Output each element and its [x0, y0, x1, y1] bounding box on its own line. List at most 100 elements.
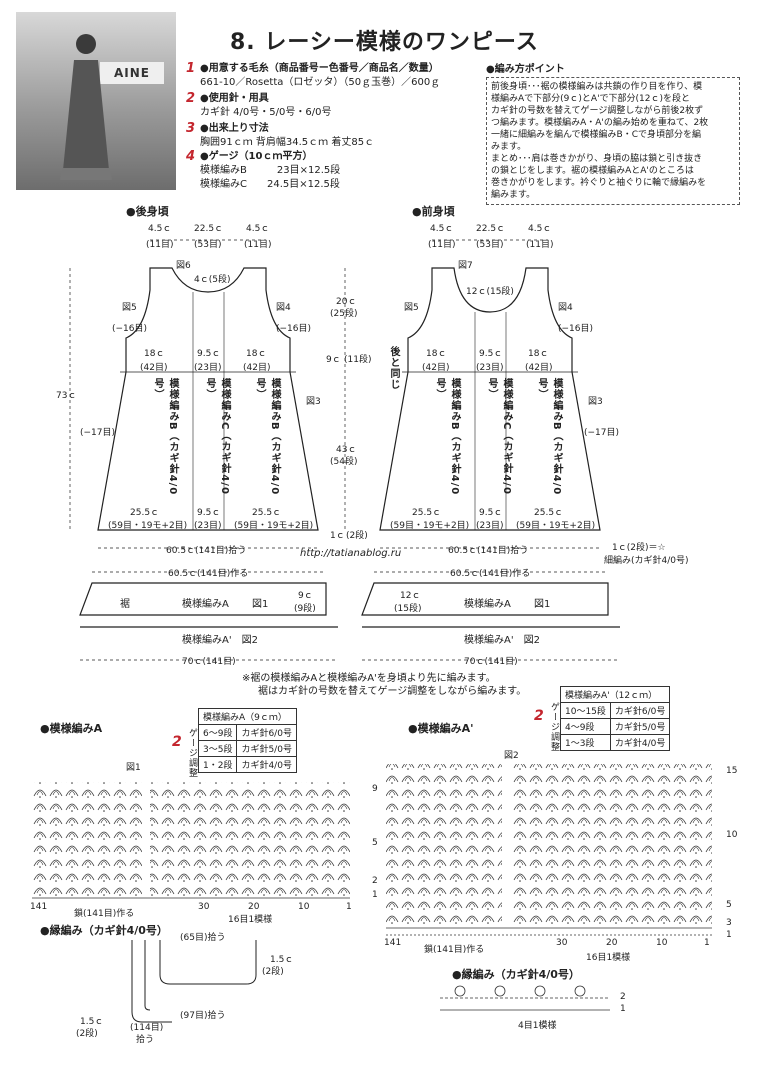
table-cell: 1〜3段: [560, 734, 611, 751]
front-make: 60.5ｃ(141目)作る: [450, 569, 531, 579]
pattern-a-heading: ●模様編みA: [40, 722, 103, 735]
front-fig7: 図7: [458, 261, 473, 271]
table-cell: カギ針4/0号: [236, 756, 297, 773]
length-shoulder-rows: (25段): [330, 309, 358, 319]
edging-side2-rows: (2段): [76, 1029, 98, 1039]
spec-heading: ●出来上り寸法: [200, 123, 269, 134]
stitch-num: 10: [656, 938, 668, 948]
back-col-top: 18ｃ: [144, 349, 165, 359]
table-title: 模様編みA'（12ｃｍ）: [559, 686, 671, 703]
legend-sc: 細編み(カギ針4/0号): [604, 556, 689, 566]
back-col-bot: 25.5ｃ: [130, 508, 160, 518]
length-body-rows: (54段): [330, 457, 358, 467]
edging-pick97: (97目)拾う: [180, 1011, 226, 1021]
points-line: カギ針の号数を替えてゲージ調整しながら前後2枚ず: [491, 106, 704, 116]
back-top-stitches: (11目): [244, 240, 272, 250]
spec-line: 模様編みB 23目×12.5段: [200, 165, 341, 176]
front-hem-h: 12ｃ: [400, 591, 421, 601]
back-heading: ●後身頃: [126, 205, 169, 218]
back-top-width: 4.5ｃ: [148, 224, 172, 234]
front-top-width: 4.5ｃ: [528, 224, 552, 234]
spec-number: 1: [186, 61, 196, 76]
back-hem-label: 裾: [120, 599, 130, 610]
front-col-bot: 25.5ｃ: [412, 508, 442, 518]
knitting-points: ●編み方ポイント 前後身頃･･･裾の模様編みは共鎖の作り目を作り、模 様編みAで…: [486, 60, 740, 205]
edging-pick65: (65目)拾う: [180, 933, 226, 943]
watermark-url: http://tatianablog.ru: [300, 548, 402, 559]
front-hem-pattern: 模様編みA: [464, 599, 511, 610]
table-cell: カギ針5/0号: [236, 740, 297, 757]
back-col-top-st: (23目): [194, 363, 222, 373]
back-col-bot-st: (23目): [194, 521, 222, 531]
legend-edge: 1ｃ(2段)＝☆: [612, 543, 666, 553]
pattern-a2-gauge-label: ゲージ調整: [549, 702, 559, 752]
stitch-num: 20: [606, 938, 618, 948]
table-cell: カギ針6/0号: [236, 724, 297, 741]
stitch-num: 1: [704, 938, 710, 948]
pattern-a-gauge-label: ゲージ調整: [187, 728, 197, 778]
table-cell: カギ針4/0号: [609, 734, 671, 751]
back-hem-pattern: 模様編みA: [182, 599, 229, 610]
back-top-width: 22.5ｃ: [194, 224, 224, 234]
pattern-a2-table: 模様編みA'（12ｃｍ） 10〜15段カギ針6/0号 4〜9段カギ針5/0号 1…: [559, 686, 671, 751]
spec-heading: ●ゲージ（10ｃｍ平方）: [200, 151, 313, 162]
front-hem-rows: (15段): [394, 604, 422, 614]
stitch-num: 10: [298, 902, 310, 912]
row-mark: 9: [372, 784, 378, 794]
table-cell: 1・2段: [197, 756, 238, 773]
front-neck: 12ｃ(15段): [466, 287, 514, 297]
back-panel-b: 模様編みB（カギ針4/0号）: [254, 378, 280, 496]
back-fig6: 図6: [176, 261, 191, 271]
back-fig4: 図4: [276, 303, 291, 313]
length-arm: 9ｃ: [326, 355, 341, 365]
back-col-top: 18ｃ: [246, 349, 267, 359]
front-top-width: 4.5ｃ: [430, 224, 454, 234]
spec-line: 模様編みC 24.5目×12.5段: [200, 179, 340, 190]
front-top-stitches: (11目): [526, 240, 554, 250]
row-mark: 1: [726, 930, 732, 940]
note-line: 裾はカギ針の号数を替えてゲージ調整をしながら編みます。: [258, 686, 527, 697]
row-mark: 5: [726, 900, 732, 910]
stitch-num: 20: [248, 902, 260, 912]
front-fig1: 図1: [534, 599, 551, 610]
front-panel-c: 模様編みC（カギ針4/0号）: [486, 378, 512, 495]
table-cell: 4〜9段: [560, 718, 611, 735]
repeat-label: 16目1模様: [228, 915, 273, 925]
front-heading: ●前身頃: [412, 205, 455, 218]
front-body-outline: [379, 267, 601, 531]
pattern-a2-fig: 図2: [504, 751, 519, 761]
back-fig5: 図5: [122, 303, 137, 313]
model-figure: [60, 34, 112, 180]
edging-heading: ●縁編み（カギ針4/0号）: [40, 924, 168, 937]
edging2-heading: ●縁編み（カギ針4/0号）: [452, 968, 580, 981]
needle-marker: 2: [534, 708, 544, 724]
points-line: 巻きかがりをします。衿ぐりと袖ぐりに輪で縁編みを: [491, 178, 707, 188]
edging-neck-outline: [159, 940, 257, 985]
points-line: の鎖とじをします。裾の模様編みAとA'のところは: [491, 166, 694, 176]
edging-side: 1.5ｃ: [270, 955, 294, 965]
back-arm-dec: (−16目): [276, 324, 312, 334]
back-neck: 4ｃ(5段): [194, 275, 231, 285]
spec-number: 2: [186, 91, 196, 106]
length-edge-rows: (2段): [346, 531, 368, 541]
back-arm-dec: (−16目): [112, 324, 148, 334]
points-line: つ編みます。模様編みA・A'の編み始めを重ねて、2枚: [491, 118, 709, 128]
points-line: 編みます。: [491, 190, 536, 200]
back-col-bot-st: (59目・19モ+2目): [234, 521, 314, 531]
front-top-stitches: (53目): [476, 240, 504, 250]
chain-label: 鎖(141目)作る: [74, 909, 135, 919]
back-top-stitches: (11目): [146, 240, 174, 250]
back-length: 73ｃ: [56, 391, 77, 401]
row-mark: 1: [620, 1004, 626, 1014]
edging-pick114: (114目): [130, 1023, 164, 1033]
page-title: 8. レーシー模様のワンピース: [230, 30, 539, 55]
points-line: みます。: [491, 142, 527, 152]
row-mark: 5: [372, 838, 378, 848]
back-hem-rows: (9段): [294, 604, 316, 614]
chart-a2-left: [386, 764, 502, 928]
row-mark: 2: [372, 876, 378, 886]
front-col-bot: 25.5ｃ: [534, 508, 564, 518]
row-mark: 3: [726, 918, 732, 928]
back-hem-width: 70ｃ(141目): [182, 657, 236, 667]
